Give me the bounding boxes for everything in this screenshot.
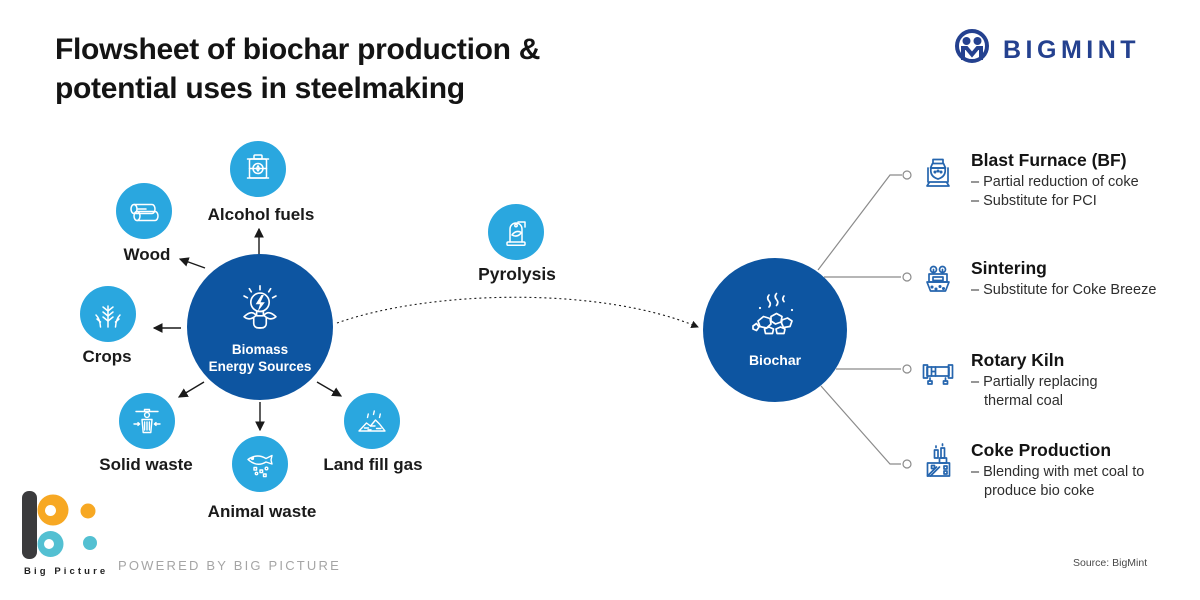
- use-bullets: – Partial reduction of coke – Substitute…: [971, 173, 1200, 210]
- fish-waste-icon: [247, 454, 273, 478]
- use-bullet: – Partial reduction of coke: [971, 174, 1139, 190]
- hub-label-line2: Energy Sources: [208, 358, 312, 374]
- use-text: Coke Production – Blending with met coal…: [971, 440, 1183, 500]
- use-title: Coke Production: [971, 440, 1112, 460]
- sintering-machine-icon: [926, 265, 950, 292]
- label-animal-waste: Animal waste: [207, 502, 317, 521]
- use-text: Rotary Kiln – Partially replacing therma…: [971, 350, 1141, 410]
- use-bullets: – Substitute for Coke Breeze: [971, 281, 1200, 300]
- use-blast-furnace: Blast Furnace (BF) – Partial reduction o…: [918, 150, 1200, 210]
- biomass-hub-node: Biomass Energy Sources: [187, 254, 333, 400]
- use-title: Sintering: [971, 258, 1047, 278]
- pyrolysis-node: [488, 204, 544, 260]
- hub-label: Biomass Energy Sources: [209, 341, 312, 375]
- title-line-2: potential uses in steelmaking: [55, 72, 465, 105]
- coke-plant-icon: [926, 443, 951, 477]
- landfill-gas-node: [344, 393, 400, 449]
- label-crops: Crops: [82, 347, 132, 366]
- blast-furnace-icon: [926, 158, 950, 187]
- use-coke-production: Coke Production – Blending with met coal…: [918, 440, 1183, 500]
- powered-by-text: POWERED BY BIG PICTURE: [118, 558, 341, 573]
- waste-bin-icon: [133, 408, 161, 434]
- use-bullet: – Partially replacing thermal coal: [971, 374, 1098, 409]
- label-pyrolysis: Pyrolysis: [478, 264, 556, 284]
- solid-waste-node: [119, 393, 175, 449]
- label-wood: Wood: [123, 245, 171, 264]
- big-picture-wordmark: Big Picture: [24, 566, 109, 577]
- bulb-energy-leaves-icon: [243, 284, 277, 329]
- oil-drum-icon: [246, 154, 270, 179]
- animal-waste-node: [232, 436, 288, 492]
- hub-label-line1: Biomass: [231, 341, 289, 357]
- label-solid-waste: Solid waste: [99, 455, 193, 474]
- use-sintering: Sintering – Substitute for Coke Breeze: [918, 258, 1200, 301]
- brand-name: BIGMINT: [1003, 36, 1141, 64]
- use-text: Sintering – Substitute for Coke Breeze: [971, 258, 1200, 301]
- wheat-icon: [95, 305, 121, 328]
- bigmint-people-icon: [955, 29, 989, 63]
- wood-node: [116, 183, 172, 239]
- biochar-node: Biochar: [703, 258, 847, 402]
- alcohol-fuels-node: [230, 141, 286, 197]
- title-line-1: Flowsheet of biochar production &: [55, 33, 541, 66]
- use-bullet: – Blending with met coal to produce bio …: [971, 464, 1145, 499]
- crops-node: [80, 286, 136, 342]
- use-bullet: – Substitute for PCI: [971, 192, 1097, 209]
- use-title: Rotary Kiln: [971, 350, 1065, 370]
- label-alcohol-fuels: Alcohol fuels: [207, 205, 315, 224]
- landfill-mound-icon: [358, 410, 386, 432]
- wood-logs-icon: [130, 203, 159, 222]
- use-text: Blast Furnace (BF) – Partial reduction o…: [971, 150, 1200, 210]
- page-title: Flowsheet of biochar production & potent…: [55, 30, 540, 108]
- use-title: Blast Furnace (BF): [971, 150, 1127, 170]
- label-landfill-gas: Land fill gas: [323, 455, 423, 474]
- source-credit: Source: BigMint: [1073, 557, 1148, 569]
- biochar-coal-smoke-icon: [752, 292, 794, 335]
- use-bullets: – Partially replacing thermal coal: [971, 373, 1141, 410]
- pyrolysis-reactor-icon: [506, 221, 526, 246]
- big-picture-logo: [22, 491, 97, 559]
- use-bullet: – Substitute for Coke Breeze: [971, 282, 1157, 298]
- use-bullets: – Blending with met coal to produce bio …: [971, 463, 1183, 500]
- bigmint-logo: BIGMINT: [950, 26, 1140, 72]
- biochar-label: Biochar: [748, 352, 802, 368]
- use-rotary-kiln: Rotary Kiln – Partially replacing therma…: [918, 350, 1141, 410]
- rotary-kiln-icon: [922, 364, 954, 385]
